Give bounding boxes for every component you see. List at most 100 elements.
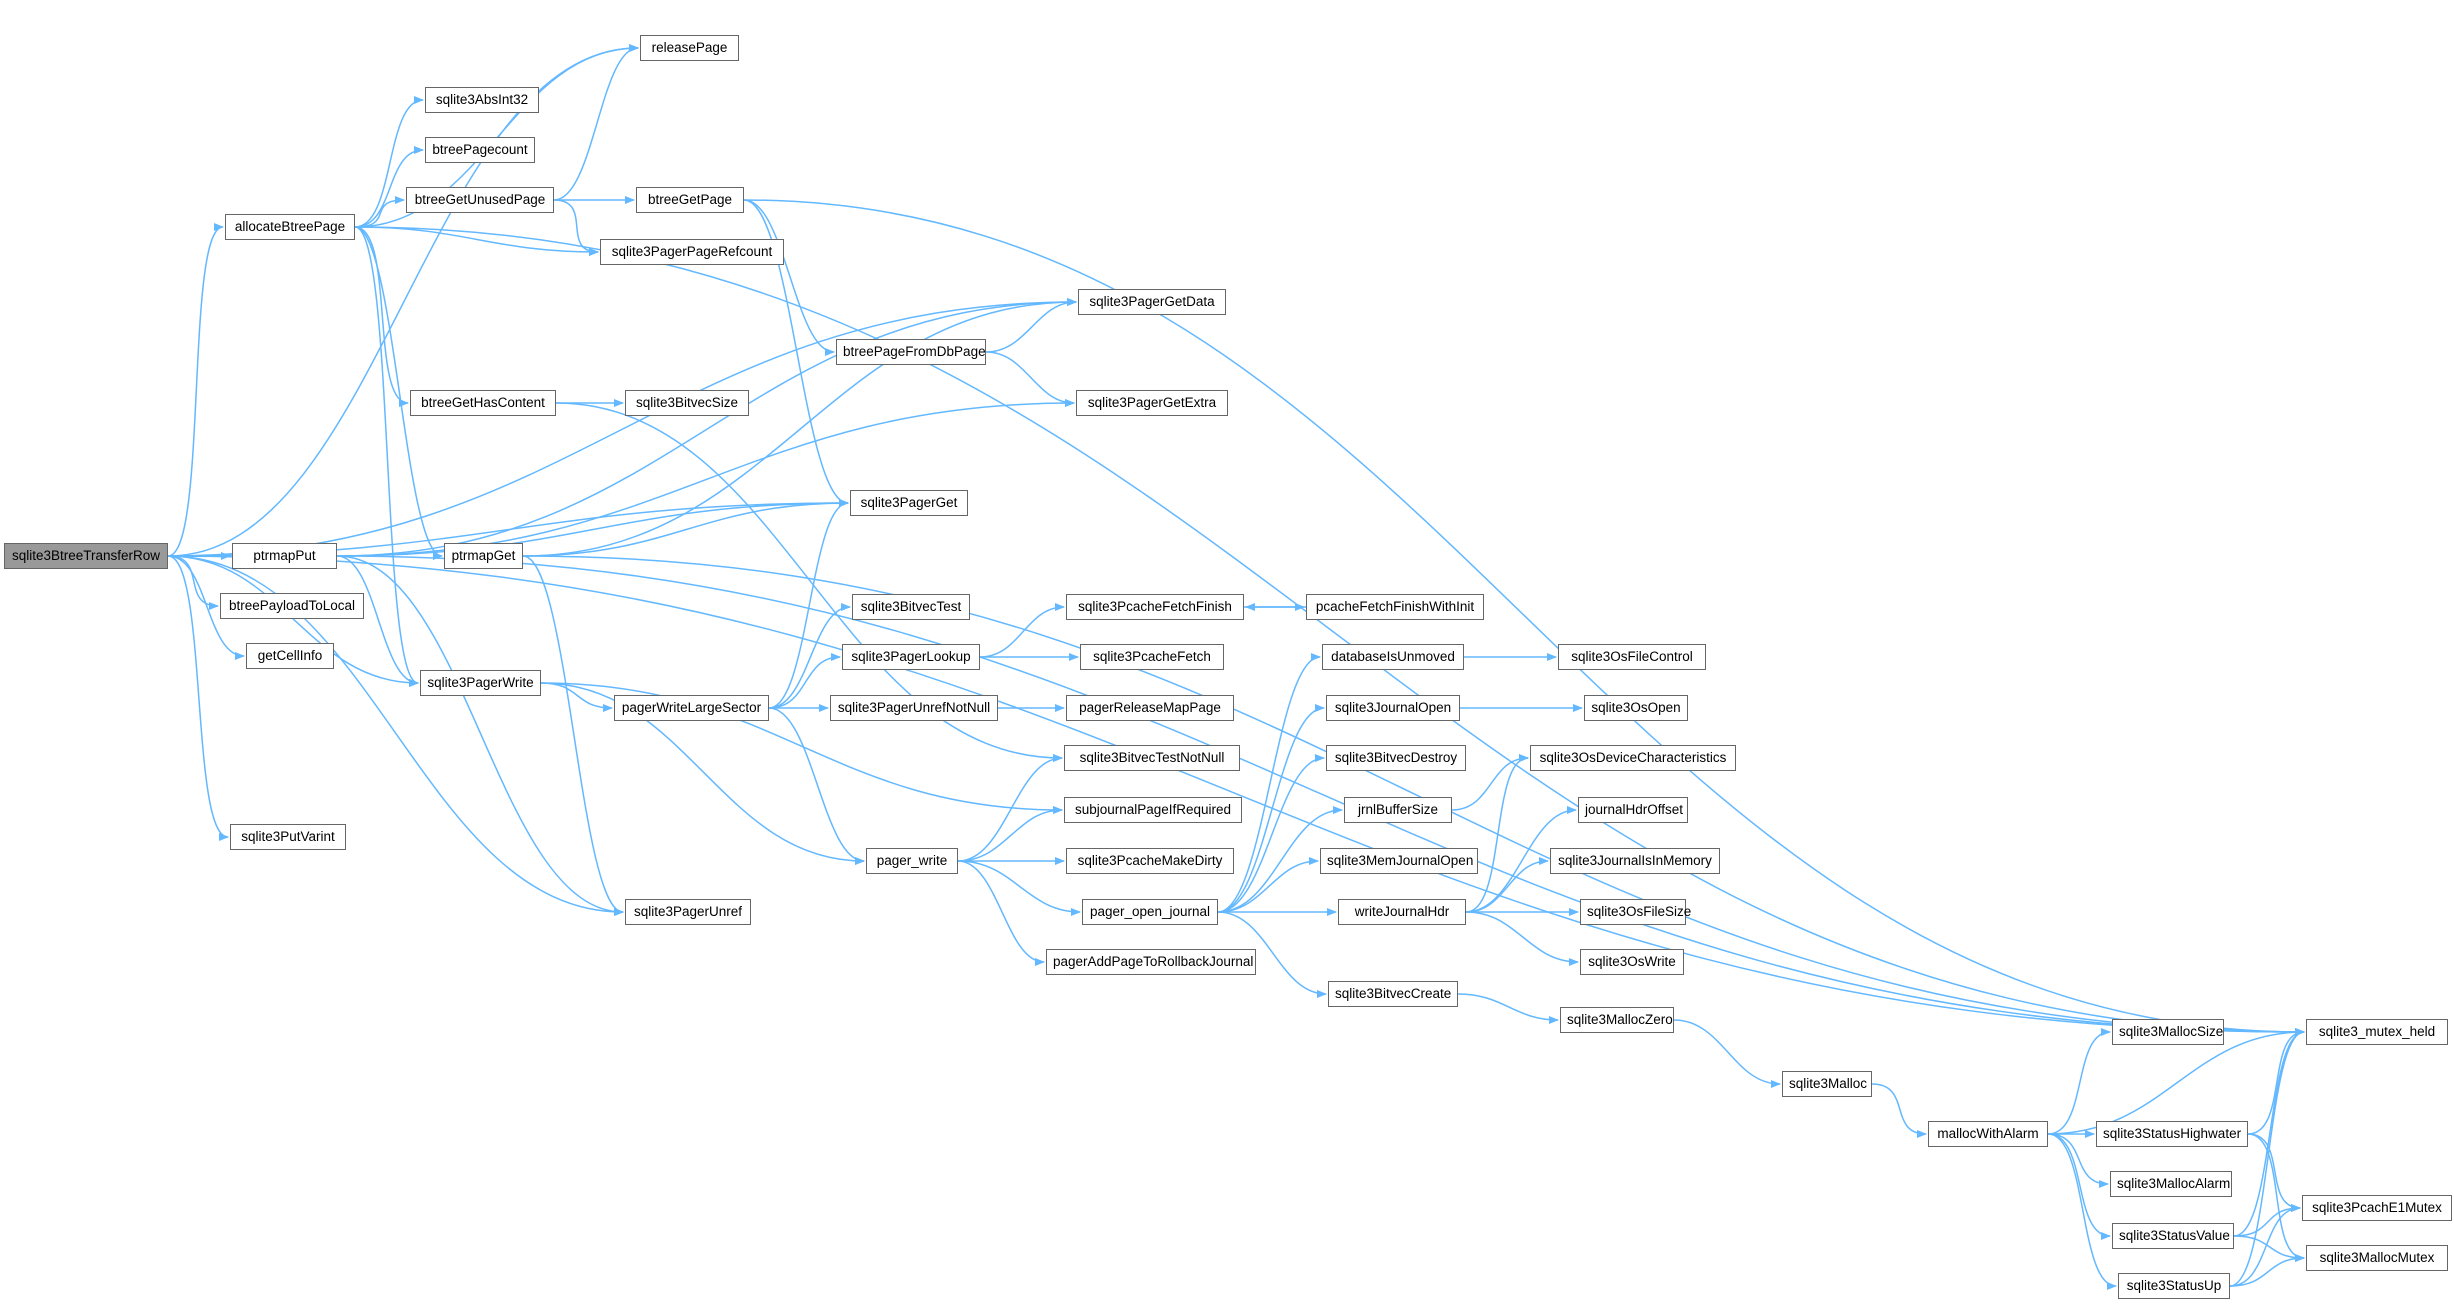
node-sqlite3malloczero[interactable]: sqlite3MallocZero [1560, 1007, 1674, 1033]
node-sqlite3pagerget[interactable]: sqlite3PagerGet [850, 490, 968, 516]
node-databaseisunmoved[interactable]: databaseIsUnmoved [1322, 644, 1464, 670]
edge-n15-n13 [336, 399, 1075, 557]
edge-n39-n47 [957, 860, 1045, 966]
node-sqlite3-mutex-held[interactable]: sqlite3_mutex_held [2306, 1019, 2448, 1045]
node-sqlite3pcache1mutex[interactable]: sqlite3PcachE1Mutex [2302, 1195, 2452, 1221]
node-sqlite3pagergetextra[interactable]: sqlite3PagerGetExtra [1076, 390, 1228, 416]
edge-n58-n52 [2233, 1028, 2305, 1237]
node-sqlite3putvarint[interactable]: sqlite3PutVarint [230, 824, 346, 850]
edge-n15-n26 [336, 555, 419, 687]
edge-n15-n52 [336, 555, 2305, 1036]
node-sqlite3pagerlookup[interactable]: sqlite3PagerLookup [842, 644, 980, 670]
edge-n45-n33 [1465, 754, 1529, 913]
node-btreepagefromdbpage[interactable]: btreePageFromDbPage [836, 339, 986, 365]
node-sqlite3mallocalarm[interactable]: sqlite3MallocAlarm [2110, 1171, 2232, 1197]
edge-n6-n52 [743, 199, 2305, 1036]
node-sqlite3bitvecdestroy[interactable]: sqlite3BitvecDestroy [1326, 745, 1466, 771]
node-sqlite3pagerunrefnotnull[interactable]: sqlite3PagerUnrefNotNull [830, 695, 998, 721]
node-sqlite3bitvectestnotnull[interactable]: sqlite3BitvecTestNotNull [1064, 745, 1240, 771]
edge-n50-n53 [1673, 1019, 1781, 1088]
edge-n15-n43 [336, 555, 624, 916]
node-sqlite3statusup[interactable]: sqlite3StatusUp [2118, 1273, 2230, 1299]
node-sqlite3btreetransferrow[interactable]: sqlite3BtreeTransferRow [4, 543, 168, 569]
node-sqlite3bitvecsize[interactable]: sqlite3BitvecSize [625, 390, 749, 416]
node-mallocwithalarm[interactable]: mallocWithAlarm [1928, 1121, 2048, 1147]
node-journalhdroffset[interactable]: journalHdrOffset [1578, 797, 1688, 823]
edge-n6-n10 [743, 199, 835, 356]
edge-n22-n20 [979, 603, 1065, 658]
edge-n6-n14 [743, 199, 849, 507]
node-btreepayloadtolocal[interactable]: btreePayloadToLocal [220, 593, 364, 619]
edge-layer [167, 44, 2305, 1290]
node-getcellinfo[interactable]: getCellInfo [246, 643, 334, 669]
edge-n44-n24 [1217, 653, 1321, 913]
node-sqlite3osdevicecharacteristics[interactable]: sqlite3OsDeviceCharacteristics [1530, 745, 1736, 771]
node-pagerwritelargesector[interactable]: pagerWriteLargeSector [614, 695, 769, 721]
node-sqlite3pagerpagerefcount[interactable]: sqlite3PagerPageRefcount [600, 239, 784, 265]
node-allocatebtreepage[interactable]: allocateBtreePage [225, 214, 355, 240]
node-jrnlbuffersize[interactable]: jrnlBufferSize [1344, 797, 1452, 823]
node-sqlite3journalopen[interactable]: sqlite3JournalOpen [1326, 695, 1460, 721]
node-sqlite3mallocmutex[interactable]: sqlite3MallocMutex [2306, 1245, 2448, 1271]
node-sqlite3statusvalue[interactable]: sqlite3StatusValue [2112, 1223, 2234, 1249]
node-ptrmapput[interactable]: ptrmapPut [232, 543, 337, 569]
node-pager-write[interactable]: pager_write [866, 848, 958, 874]
edge-n54-n56 [2047, 1133, 2109, 1188]
edge-n27-n19 [768, 603, 851, 709]
edge-n1-n17 [167, 555, 219, 610]
node-sqlite3osfilecontrol[interactable]: sqlite3OsFileControl [1558, 644, 1706, 670]
edge-n7-n3 [354, 96, 424, 228]
edge-n55-n57 [2247, 1133, 2301, 1212]
edge-n26-n39 [540, 682, 865, 865]
node-sqlite3pcachefetch[interactable]: sqlite3PcacheFetch [1080, 644, 1224, 670]
node-pageraddpagetorollbackjournal[interactable]: pagerAddPageToRollbackJournal [1046, 949, 1256, 975]
node-sqlite3pagerunref[interactable]: sqlite3PagerUnref [625, 899, 751, 925]
node-pcachefetchfinishwithinit[interactable]: pcacheFetchFinishWithInit [1306, 594, 1484, 620]
edge-n15-n14 [336, 499, 849, 557]
node-pagerreleasemappage[interactable]: pagerReleaseMapPage [1066, 695, 1234, 721]
node-sqlite3osopen[interactable]: sqlite3OsOpen [1584, 695, 1688, 721]
node-sqlite3pagerwrite[interactable]: sqlite3PagerWrite [420, 670, 541, 696]
edge-n39-n44 [957, 860, 1081, 916]
edge-n58-n59 [2233, 1235, 2305, 1262]
edge-n44-n36 [1217, 806, 1343, 913]
edge-n44-n30 [1217, 704, 1325, 913]
node-releasepage[interactable]: releasePage [640, 35, 739, 61]
node-pager-open-journal[interactable]: pager_open_journal [1082, 899, 1218, 925]
edge-n55-n52 [2247, 1028, 2305, 1135]
edge-n45-n48 [1465, 911, 1579, 966]
node-sqlite3oswrite[interactable]: sqlite3OsWrite [1580, 949, 1684, 975]
edge-n27-n14 [768, 499, 849, 709]
node-sqlite3pcachefetchfinish[interactable]: sqlite3PcacheFetchFinish [1066, 594, 1244, 620]
node-sqlite3journalisinmemory[interactable]: sqlite3JournalIsInMemory [1550, 848, 1720, 874]
node-sqlite3pcachemakedirty[interactable]: sqlite3PcacheMakeDirty [1066, 848, 1234, 874]
node-ptrmapget[interactable]: ptrmapGet [444, 543, 523, 569]
edge-n53-n54 [1871, 1083, 1927, 1138]
node-subjournalpageifrequired[interactable]: subjournalPageIfRequired [1064, 797, 1242, 823]
edge-n27-n22 [768, 653, 841, 709]
node-btreegetpage[interactable]: btreeGetPage [636, 187, 744, 213]
edge-n60-n57 [2229, 1204, 2301, 1287]
node-sqlite3mallocsize[interactable]: sqlite3MallocSize [2112, 1019, 2224, 1045]
node-writejournalhdr[interactable]: writeJournalHdr [1338, 899, 1466, 925]
node-sqlite3absint32[interactable]: sqlite3AbsInt32 [425, 87, 539, 113]
node-btreepagecount[interactable]: btreePagecount [425, 137, 535, 163]
edge-n1-n9 [167, 298, 1077, 557]
node-btreegethascontent[interactable]: btreeGetHasContent [410, 390, 556, 416]
node-sqlite3pagergetdata[interactable]: sqlite3PagerGetData [1078, 289, 1226, 315]
node-sqlite3bitveccreate[interactable]: sqlite3BitvecCreate [1328, 981, 1458, 1007]
edge-n7-n16 [354, 226, 443, 560]
node-sqlite3statushighwater[interactable]: sqlite3StatusHighwater [2096, 1121, 2248, 1147]
node-sqlite3memjournalopen[interactable]: sqlite3MemJournalOpen [1320, 848, 1478, 874]
node-btreegetunusedpage[interactable]: btreeGetUnusedPage [406, 187, 554, 213]
edge-n27-n39 [768, 707, 865, 865]
edge-n54-n51 [2047, 1028, 2111, 1135]
edge-n39-n35 [957, 806, 1063, 862]
node-sqlite3bitvectest[interactable]: sqlite3BitvecTest [852, 594, 970, 620]
edge-n60-n52 [2229, 1028, 2305, 1287]
node-sqlite3osfilesize[interactable]: sqlite3OsFileSize [1580, 899, 1691, 925]
edge-n54-n60 [2047, 1133, 2117, 1290]
node-sqlite3malloc[interactable]: sqlite3Malloc [1782, 1071, 1872, 1097]
edge-n44-n49 [1217, 911, 1327, 998]
edge-n58-n57 [2233, 1204, 2301, 1237]
